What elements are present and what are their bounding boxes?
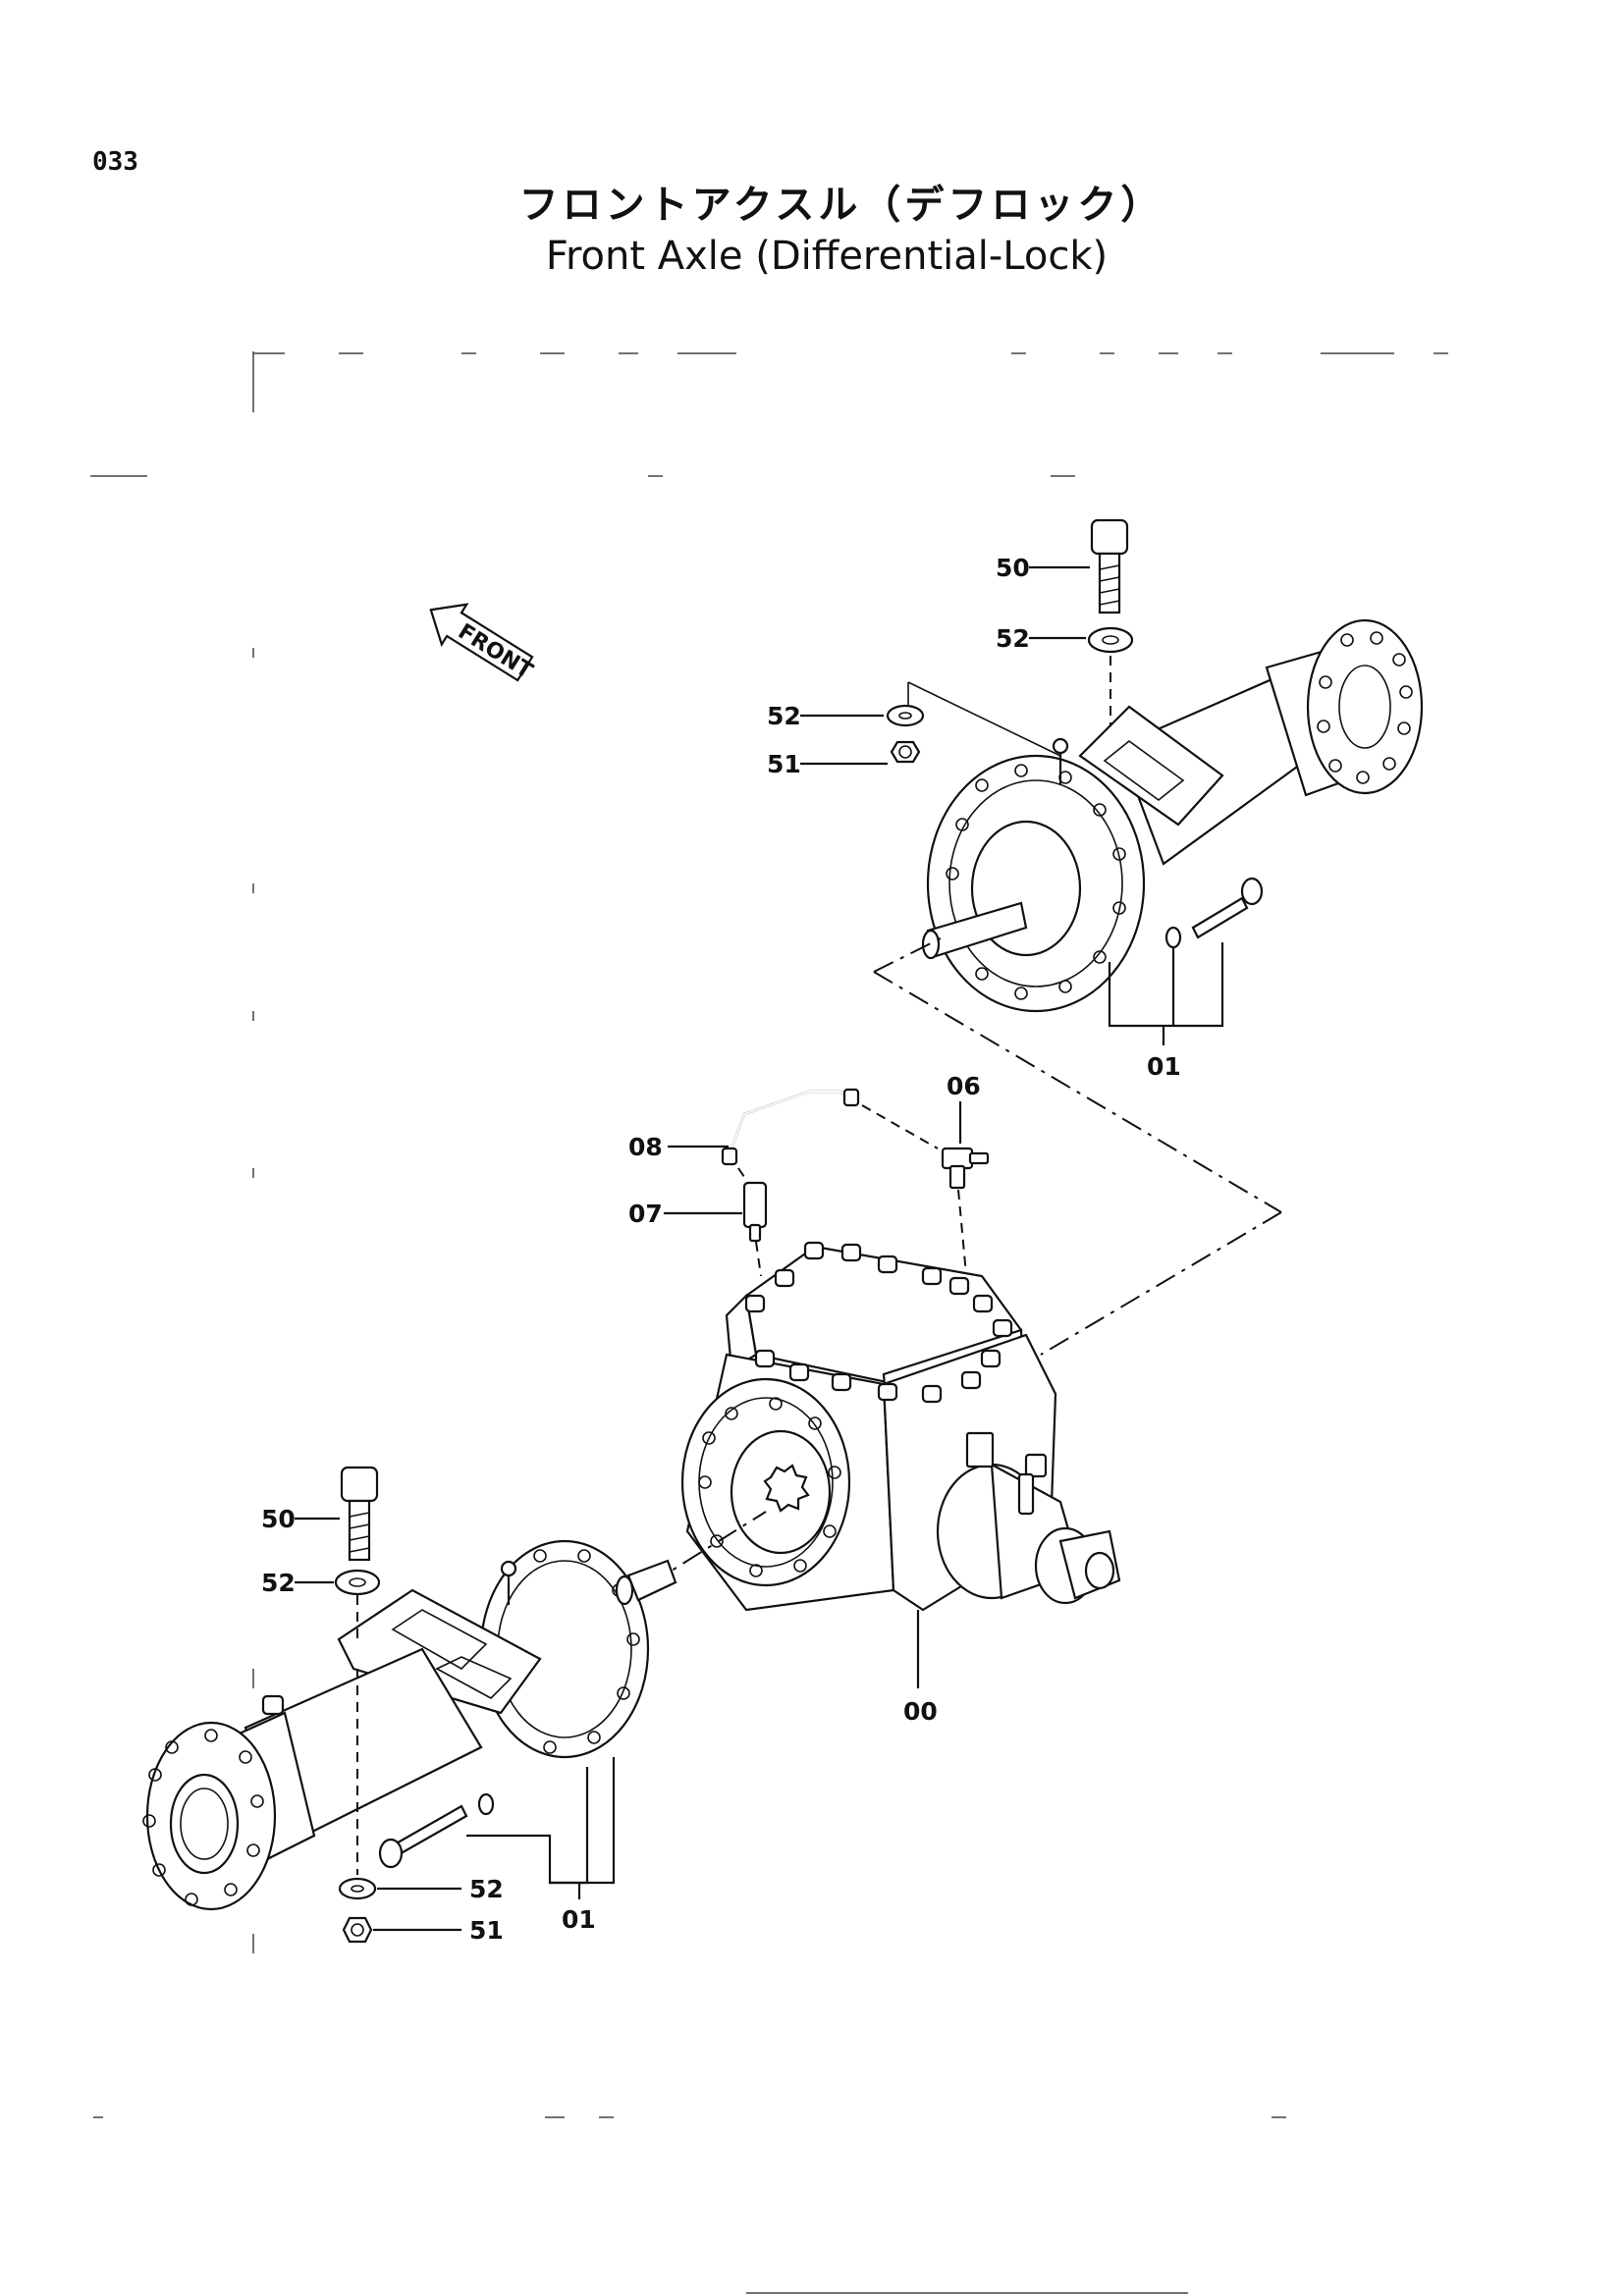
upper-axle-housing	[921, 618, 1424, 1013]
callout-lower-bottom-washer: 52	[469, 1875, 504, 1903]
callout-upper-left-washer: 52	[767, 702, 801, 730]
callout-pipe: 08	[628, 1133, 663, 1161]
front-direction-arrow: FRONT	[429, 603, 536, 684]
differential-carrier	[680, 1241, 1121, 1612]
upper-washer	[1087, 626, 1134, 654]
callout-upper-axle: 01	[1147, 1052, 1181, 1081]
lower-axle-housing	[142, 1539, 677, 1911]
elbow-fitting	[742, 1181, 768, 1243]
pipe	[721, 1088, 860, 1166]
tee-fitting	[941, 1147, 990, 1190]
callout-lower-bolt: 50	[261, 1505, 296, 1533]
callout-tee: 06	[947, 1072, 981, 1100]
scan-artifacts	[90, 351, 1448, 2294]
page-number: 033	[92, 147, 138, 177]
callout-upper-washer: 52	[996, 624, 1030, 653]
lower-nut	[342, 1916, 373, 1944]
callout-elbow: 07	[628, 1200, 663, 1228]
callout-lower-nut: 51	[469, 1916, 504, 1945]
lower-bottom-washer	[338, 1877, 377, 1900]
lower-washer	[334, 1569, 381, 1596]
callout-lower-axle: 01	[562, 1905, 596, 1934]
cover-bolts	[744, 1241, 1013, 1404]
upper-bolt	[1090, 518, 1129, 614]
callout-lower-washer: 52	[261, 1569, 296, 1597]
callout-upper-bolt: 50	[996, 554, 1030, 582]
page-title-english: Front Axle (Differential-Lock)	[545, 234, 1109, 279]
lower-bolt	[340, 1466, 379, 1562]
callout-upper-left-nut: 51	[767, 750, 801, 778]
page-title-japanese: フロントアクスル（デフロック）	[518, 183, 1164, 228]
callout-differential: 00	[903, 1697, 938, 1726]
upper-left-nut	[890, 740, 921, 764]
upper-left-washer	[886, 704, 925, 727]
